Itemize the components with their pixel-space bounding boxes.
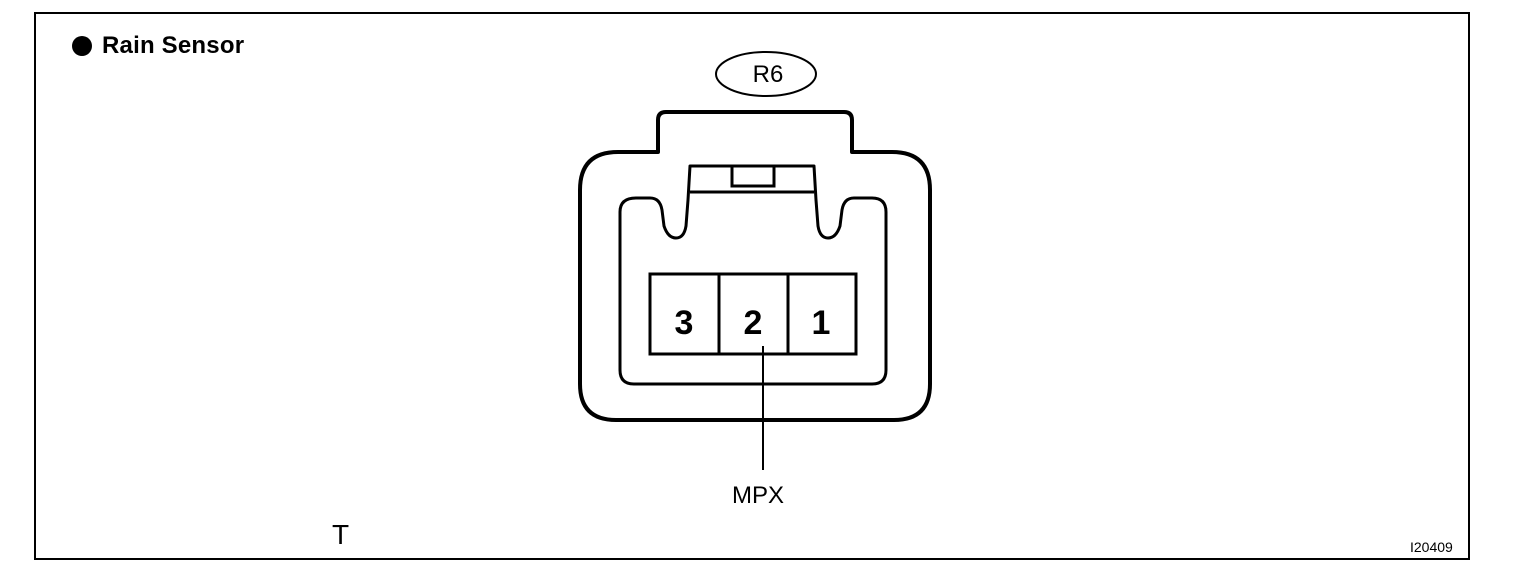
pin-number: 1	[812, 304, 831, 342]
terminal-block	[648, 272, 858, 356]
connector-housing	[578, 110, 932, 422]
pin-callout-label: MPX	[732, 482, 784, 509]
connector-code: R6	[753, 61, 784, 88]
bullet-icon	[72, 36, 92, 56]
diagram-frame	[34, 12, 1470, 560]
pin-number: 3	[675, 304, 694, 342]
corner-letter: T	[332, 519, 350, 550]
connector-cavity	[618, 164, 888, 386]
pin-number: 2	[744, 304, 763, 342]
page-title: Rain Sensor	[102, 32, 245, 59]
locking-latch	[730, 164, 776, 188]
section-heading: Rain Sensor	[72, 32, 244, 60]
figure-code: I20409	[1410, 539, 1453, 555]
connector-code-oval	[715, 51, 817, 97]
